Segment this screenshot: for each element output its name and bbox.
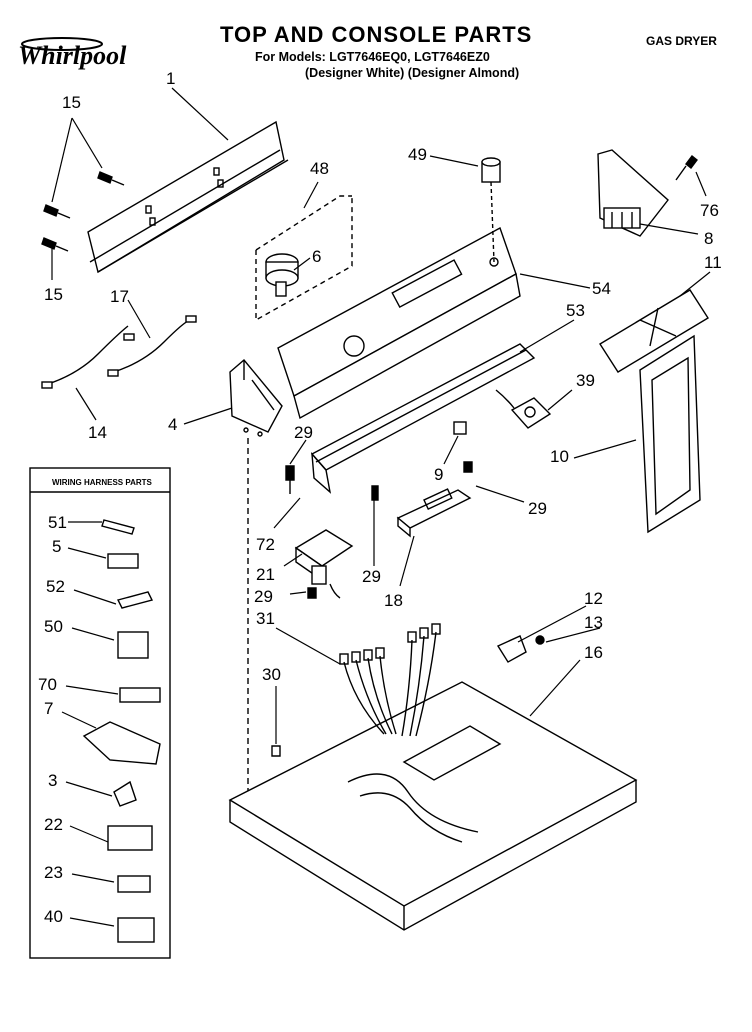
callout-39: 39 [576,371,595,390]
screw-29-d [307,587,317,599]
callout-7: 7 [44,699,53,718]
harness-70 [119,687,161,703]
harness-3 [113,780,137,807]
callout-23: 23 [44,863,63,882]
part-54-console [277,226,521,420]
part-39-sensor [495,389,552,429]
part-11-panel [599,289,709,373]
callout-52: 52 [46,577,65,596]
callout-10: 10 [550,447,569,466]
callout-54: 54 [592,279,611,298]
part-12-clip [496,635,527,663]
callout-51: 51 [48,513,67,532]
screw-15-low [41,237,69,252]
callout-48: 48 [310,159,329,178]
harness-parts-box [29,467,171,959]
callout-29-a: 29 [294,423,313,442]
callout-29-c: 29 [362,567,381,586]
part-4-endcap [229,359,283,800]
harness-51 [101,519,135,535]
screw-29-c [463,461,473,473]
callout-8: 8 [704,229,713,248]
callout-1: 1 [166,69,175,88]
callout-4: 4 [168,415,177,434]
part-10-frame [639,334,701,534]
part-53-rail [310,343,536,494]
callout-50: 50 [44,617,63,636]
harness-5 [107,553,139,569]
callout-12: 12 [584,589,603,608]
part-31-harness [339,623,479,843]
screw-76 [675,155,698,181]
callout-53: 53 [566,301,585,320]
callout-31: 31 [256,609,275,628]
callout-3: 3 [48,771,57,790]
part-30-clip [271,745,281,757]
screw-29-b [371,485,379,501]
callout-70: 70 [38,675,57,694]
brand-text: Whirlpool [18,41,127,70]
screw-15-top [97,171,125,186]
harness-box-title: WIRING HARNESS PARTS [52,478,152,487]
harness-52 [116,591,154,609]
screw-13 [535,635,545,645]
part-1-bracket [87,120,289,274]
callout-22: 22 [44,815,63,834]
callout-29-b: 29 [528,499,547,518]
callout-49: 49 [408,145,427,164]
harness-22 [107,825,153,851]
callout-40: 40 [44,907,63,926]
callout-16: 16 [584,643,603,662]
callout-72: 72 [256,535,275,554]
callout-5: 5 [52,537,61,556]
callout-21: 21 [256,565,275,584]
callout-30: 30 [262,665,281,684]
part-48-dashed-group [255,195,353,322]
callout-13: 13 [584,613,603,632]
screw-15-mid [43,204,71,219]
harness-40 [117,917,155,943]
part-14-harness [41,325,135,389]
part-6-knob [265,253,299,297]
screw-29-a [285,465,295,494]
part-49-knob [481,157,501,263]
whirlpool-logo: Whirlpool [14,34,154,79]
callout-29-d: 29 [254,587,273,606]
callout-18: 18 [384,591,403,610]
harness-7 [82,721,161,765]
callout-6: 6 [312,247,321,266]
part-18-board [396,488,472,538]
harness-50 [117,631,149,659]
callout-15-bottom: 15 [44,285,63,304]
callout-76: 76 [700,201,719,220]
models-line: For Models: LGT7646EQ0, LGT7646EZ0 [255,50,490,64]
page-title: TOP AND CONSOLE PARTS [220,22,533,47]
part-16-top [228,681,638,931]
part-21-switch [294,529,354,599]
callout-15-top: 15 [62,93,81,112]
part-17-harness [107,315,197,377]
product-label: GAS DRYER [646,34,717,48]
callout-9: 9 [434,465,443,484]
part-9-clip [453,421,467,435]
harness-23 [117,875,151,893]
callout-11: 11 [704,253,722,272]
callout-14: 14 [88,423,107,442]
part-8-bracket [597,149,669,237]
callout-17: 17 [110,287,129,306]
colors-line: (Designer White) (Designer Almond) [305,66,520,80]
